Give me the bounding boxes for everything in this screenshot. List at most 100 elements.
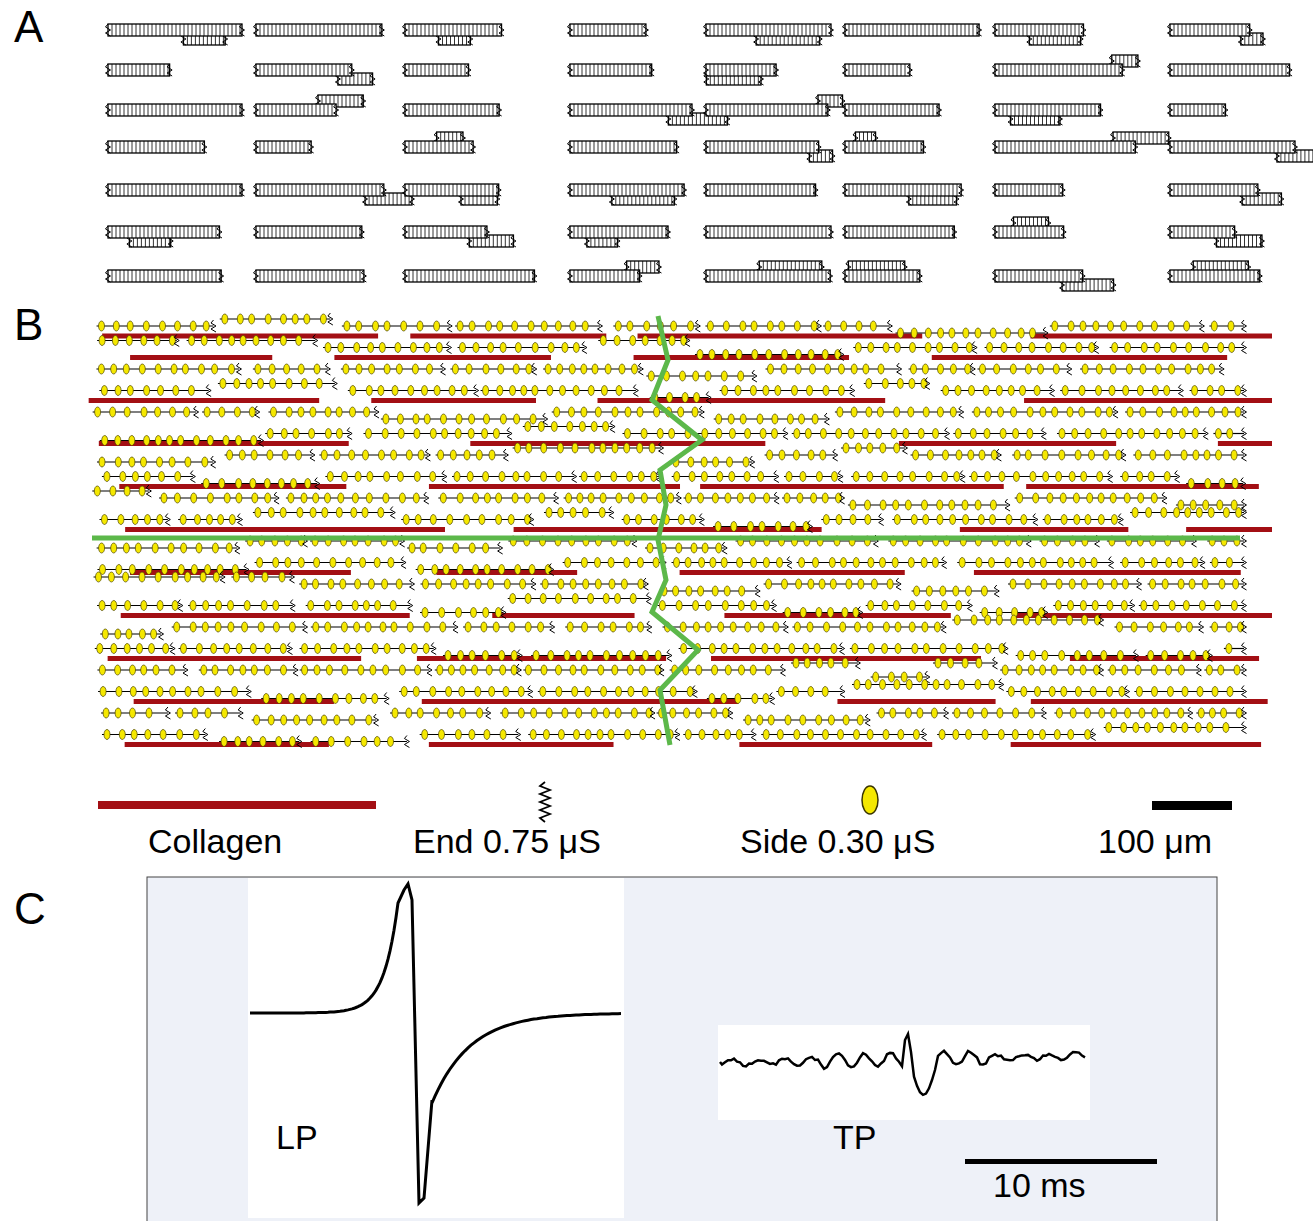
- side-junction: [440, 493, 446, 503]
- side-junction: [496, 515, 502, 525]
- cell-striation: [849, 226, 953, 238]
- side-junction: [327, 472, 333, 482]
- cell-shape: [254, 24, 385, 36]
- side-junction: [99, 336, 105, 346]
- cell-end: [850, 385, 855, 397]
- cell-end: [370, 73, 375, 85]
- side-junction: [424, 343, 430, 353]
- side-junction: [1110, 493, 1116, 503]
- side-junction: [141, 457, 147, 467]
- cell-end: [313, 335, 318, 347]
- cell-block: [1170, 24, 1250, 36]
- side-junction: [1178, 579, 1184, 589]
- side-junction: [603, 594, 609, 604]
- cell-block: [845, 24, 979, 36]
- side-junction: [794, 622, 800, 632]
- side-junction: [758, 622, 764, 632]
- cell-end: [638, 363, 643, 375]
- side-junction: [1013, 429, 1019, 439]
- side-junction: [974, 407, 980, 417]
- side-junction: [234, 407, 240, 417]
- side-junction: [1056, 472, 1062, 482]
- side-junction: [139, 486, 145, 496]
- cell-shape: [403, 184, 502, 205]
- side-junction: [1235, 407, 1241, 417]
- side-junction: [1125, 343, 1131, 353]
- side-junction: [686, 586, 692, 596]
- cell-end: [568, 104, 573, 116]
- side-junction: [1042, 450, 1048, 460]
- side-junction: [216, 336, 222, 346]
- cell-axis: [220, 318, 331, 319]
- cell-end: [1121, 449, 1126, 461]
- side-junction: [554, 407, 560, 417]
- side-junction: [693, 371, 699, 381]
- side-junction: [716, 543, 722, 553]
- side-junction: [1150, 579, 1156, 589]
- side-junction: [751, 601, 757, 611]
- side-junction: [686, 493, 692, 503]
- cell-end: [843, 24, 848, 36]
- side-junction: [163, 644, 169, 654]
- side-junction: [775, 522, 781, 532]
- cell-end: [290, 600, 295, 612]
- side-junction: [883, 343, 889, 353]
- side-junction: [766, 579, 772, 589]
- side-junction: [391, 450, 397, 460]
- cell-end: [1279, 193, 1284, 205]
- side-junction: [422, 386, 428, 396]
- side-junction: [898, 328, 904, 338]
- side-junction: [200, 572, 206, 582]
- cell-striation: [1174, 141, 1290, 153]
- side-junction: [1174, 508, 1180, 518]
- cell-shape: [568, 184, 687, 205]
- side-junction: [682, 393, 688, 403]
- side-junction: [173, 386, 179, 396]
- side-junction: [175, 321, 181, 331]
- side-junction: [723, 321, 729, 331]
- side-junction: [383, 493, 389, 503]
- side-junction: [777, 558, 783, 568]
- side-junction: [325, 343, 331, 353]
- cell-end: [685, 335, 690, 347]
- collagen-bar: [1031, 699, 1268, 704]
- side-junction: [796, 579, 802, 589]
- side-junction: [182, 364, 188, 374]
- cell-end: [1041, 428, 1046, 440]
- side-junction: [841, 558, 847, 568]
- side-junction: [744, 472, 750, 482]
- side-junction: [856, 321, 862, 331]
- cell-end: [254, 104, 259, 116]
- side-junction: [943, 450, 949, 460]
- cell-axis: [95, 648, 173, 649]
- cell-striation: [574, 64, 650, 76]
- side-junction: [261, 601, 267, 611]
- side-junction: [115, 665, 121, 675]
- cell-end: [349, 64, 354, 76]
- side-junction: [1141, 601, 1147, 611]
- cell-end: [1109, 557, 1114, 569]
- side-junction: [1098, 493, 1104, 503]
- side-junction: [738, 371, 744, 381]
- side-junction: [538, 622, 544, 632]
- side-junction: [712, 586, 718, 596]
- side-junction: [325, 407, 331, 417]
- side-junction: [950, 364, 956, 374]
- cell-block: [405, 104, 499, 116]
- side-junction: [1030, 651, 1036, 661]
- cell-end: [1232, 226, 1237, 238]
- cell-shape: [1168, 184, 1284, 205]
- side-junction: [414, 429, 420, 439]
- side-junction: [157, 601, 163, 611]
- side-junction: [1167, 429, 1173, 439]
- cell-striation: [409, 24, 497, 36]
- side-junction: [642, 336, 648, 346]
- cell-shape: [1168, 24, 1266, 45]
- collagen-bar: [899, 441, 1116, 446]
- cell-end: [960, 471, 965, 483]
- side-junction: [641, 493, 647, 503]
- side-junction: [1006, 515, 1012, 525]
- side-junction: [127, 321, 133, 331]
- side-junction: [865, 500, 871, 510]
- side-junction: [903, 429, 909, 439]
